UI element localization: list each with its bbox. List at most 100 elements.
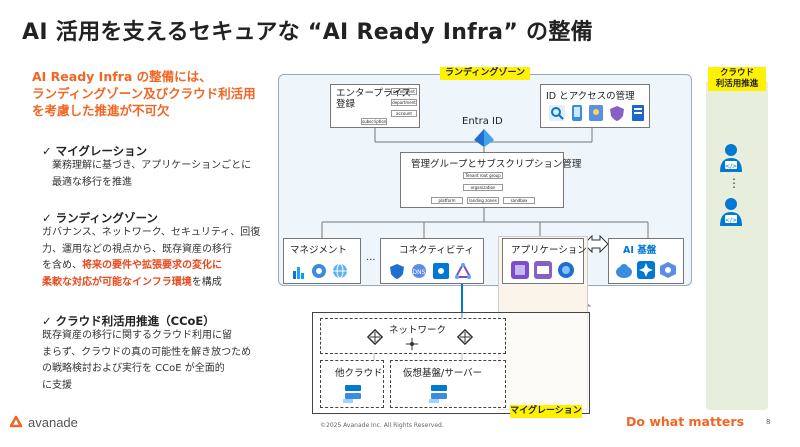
globe-icon <box>333 263 347 279</box>
ellipsis: ... <box>366 252 376 263</box>
server-icon <box>429 385 447 403</box>
router-icon <box>457 329 473 345</box>
copyright: ©2025 Avanade Inc. All Rights Reserved. <box>320 422 444 429</box>
id-access-icons <box>549 105 645 121</box>
enterprise-registration-label: エンタープライズ 登録 <box>336 88 411 110</box>
entra-id-label: Entra ID <box>462 116 503 127</box>
network-label: ネットワーク <box>389 325 447 336</box>
network-icon <box>433 263 449 279</box>
cloud-tag-line-1: クラウド <box>719 68 754 78</box>
mini-enrollment: enrollment <box>391 88 417 95</box>
mini-account: account <box>391 110 417 117</box>
svg-text:</>: </> <box>725 217 737 224</box>
avanade-logo: avanade <box>8 414 78 430</box>
landing-highlight-2: 柔軟な対応が可能なインフラ環境 <box>42 276 192 288</box>
landing-line-1: ガバナンス、ネットワーク、セキュリティ、回復 <box>42 227 261 238</box>
page-number: 8 <box>766 418 771 426</box>
phone-icon <box>572 105 582 121</box>
connectivity-icons: DNS <box>389 263 471 279</box>
lead-text: AI Ready Infra の整備には、 ランディングゾーン及びクラウド利活用… <box>32 68 282 119</box>
triangle-network-icon <box>455 263 471 279</box>
container-icon <box>534 261 552 279</box>
user-icon: </> <box>718 143 744 177</box>
server-icon <box>343 385 361 403</box>
landing-line-4: 柔軟な対応が可能なインフラ環境を構成 <box>42 275 277 292</box>
chart-icon <box>293 267 304 279</box>
ai-base-icons <box>615 261 677 279</box>
id-access-box: ID とアクセスの管理 <box>540 84 650 128</box>
ai-base-label: AI 基盤 <box>623 245 657 256</box>
enterprise-reg-line-1: エンタープライズ <box>336 88 412 99</box>
cloud-utilization-area <box>706 80 768 410</box>
lead-line-1: AI Ready Infra の整備には、 <box>32 69 212 84</box>
cloud-tag-line-2: 利活用推進 <box>715 79 759 89</box>
landing-highlight-1: 将来の要件や拡張要求の変化に <box>82 260 222 271</box>
network-box: ネットワーク <box>320 318 506 354</box>
landing-line-3: を含め、将来の要件や拡張要求の変化に <box>42 258 277 275</box>
ccoe-line-3: の戦略検討および実行を CCoE が全面的 <box>42 363 225 374</box>
lead-line-3: を考慮した推進が不可欠 <box>32 103 170 118</box>
application-label: アプリケーション <box>511 245 587 256</box>
shield-icon <box>610 106 624 121</box>
other-cloud-box: 他クラウド <box>320 360 384 408</box>
management-label: マネジメント <box>290 245 348 256</box>
ccoe-heading: ✓ クラウド利活用推進（CCoE） <box>42 314 215 328</box>
mini-sandbox: sandbox <box>503 197 535 204</box>
application-icons <box>511 261 575 279</box>
ccoe-body: 既存資産の移行に関するクラウド利用に留 まらず、クラウドの真の可能性を解き放つた… <box>42 328 277 394</box>
entra-id-icon <box>474 129 494 151</box>
management-box: マネジメント <box>283 238 361 284</box>
ai-sparkle-icon <box>637 261 655 279</box>
management-group-label: 管理グループとサブスクリプション管理 <box>411 159 582 170</box>
dns-icon: DNS <box>412 264 426 278</box>
migration-body: 業務理解に基づき、アプリケーションごとに 最適な移行を推進 <box>52 158 287 191</box>
tagline: Do what matters <box>626 414 745 429</box>
firewall-icon <box>390 264 404 279</box>
id-access-label: ID とアクセスの管理 <box>546 91 635 102</box>
migration-tag: マイグレーション <box>510 405 582 418</box>
gear-icon <box>312 264 326 278</box>
ai-cloud-icon <box>616 264 632 278</box>
migration-line-1: 業務理解に基づき、アプリケーションごとに <box>52 160 252 171</box>
mini-platform: platform <box>431 197 463 204</box>
landing-body: ガバナンス、ネットワーク、セキュリティ、回復 力、運用などの視点から、既存資産の… <box>42 225 277 291</box>
search-icon <box>549 105 565 121</box>
migration-line-2: 最適な移行を推進 <box>52 176 132 188</box>
hub-icon <box>406 338 418 350</box>
ccoe-line-4: に支援 <box>42 379 72 391</box>
ai-base-box: AI 基盤 <box>608 238 684 284</box>
cloud-utilization-tag: クラウド 利活用推進 <box>708 67 766 91</box>
connectivity-label: コネクティビティ <box>399 245 474 256</box>
enterprise-reg-line-2: 登録 <box>336 99 356 110</box>
landing-line-2: 力、運用などの視点から、既存資産の移行 <box>42 243 232 255</box>
app-service-icon <box>511 261 529 279</box>
cloud-app-icon <box>558 262 574 278</box>
management-icons <box>292 263 348 279</box>
ccoe-line-2: まらず、クラウドの真の可能性を解き放つため <box>42 346 252 358</box>
badge-icon <box>589 105 603 121</box>
page-title: AI 活用を支えるセキュアな “AI Ready Infra” の整備 <box>22 20 593 45</box>
vertical-dots: ⋮ <box>728 176 740 190</box>
migration-heading: ✓ マイグレーション <box>42 144 148 158</box>
ccoe-line-1: 既存資産の移行に関するクラウド利用に留 <box>42 330 232 341</box>
brand-name: avanade <box>28 414 78 430</box>
management-group-box: 管理グループとサブスクリプション管理 Tenant root group org… <box>400 152 581 208</box>
mini-subscription: subscription <box>361 118 387 125</box>
virtual-base-label: 仮想基盤/サーバー <box>403 368 483 379</box>
connectivity-box: コネクティビティ DNS <box>380 238 484 284</box>
enterprise-registration-box: エンタープライズ 登録 enrollment department accoun… <box>330 84 420 128</box>
mini-tenant-root: Tenant root group <box>463 172 503 179</box>
avanade-logo-icon <box>9 415 23 428</box>
virtual-base-box: 仮想基盤/サーバー <box>390 360 506 408</box>
other-cloud-label: 他クラウド <box>335 368 383 379</box>
svg-text:</>: </> <box>725 163 737 170</box>
svg-text:DNS: DNS <box>413 269 426 276</box>
mini-department: department <box>391 99 417 106</box>
router-icon <box>367 329 383 345</box>
lead-line-2: ランディングゾーン及びクラウド利活用 <box>32 86 256 101</box>
application-box: アプリケーション <box>502 238 587 284</box>
landing-line-4b: を構成 <box>191 276 222 288</box>
landing-zone-tag: ランディングゾーン <box>440 67 530 80</box>
ai-model-icon <box>660 262 676 278</box>
document-icon <box>632 105 644 121</box>
